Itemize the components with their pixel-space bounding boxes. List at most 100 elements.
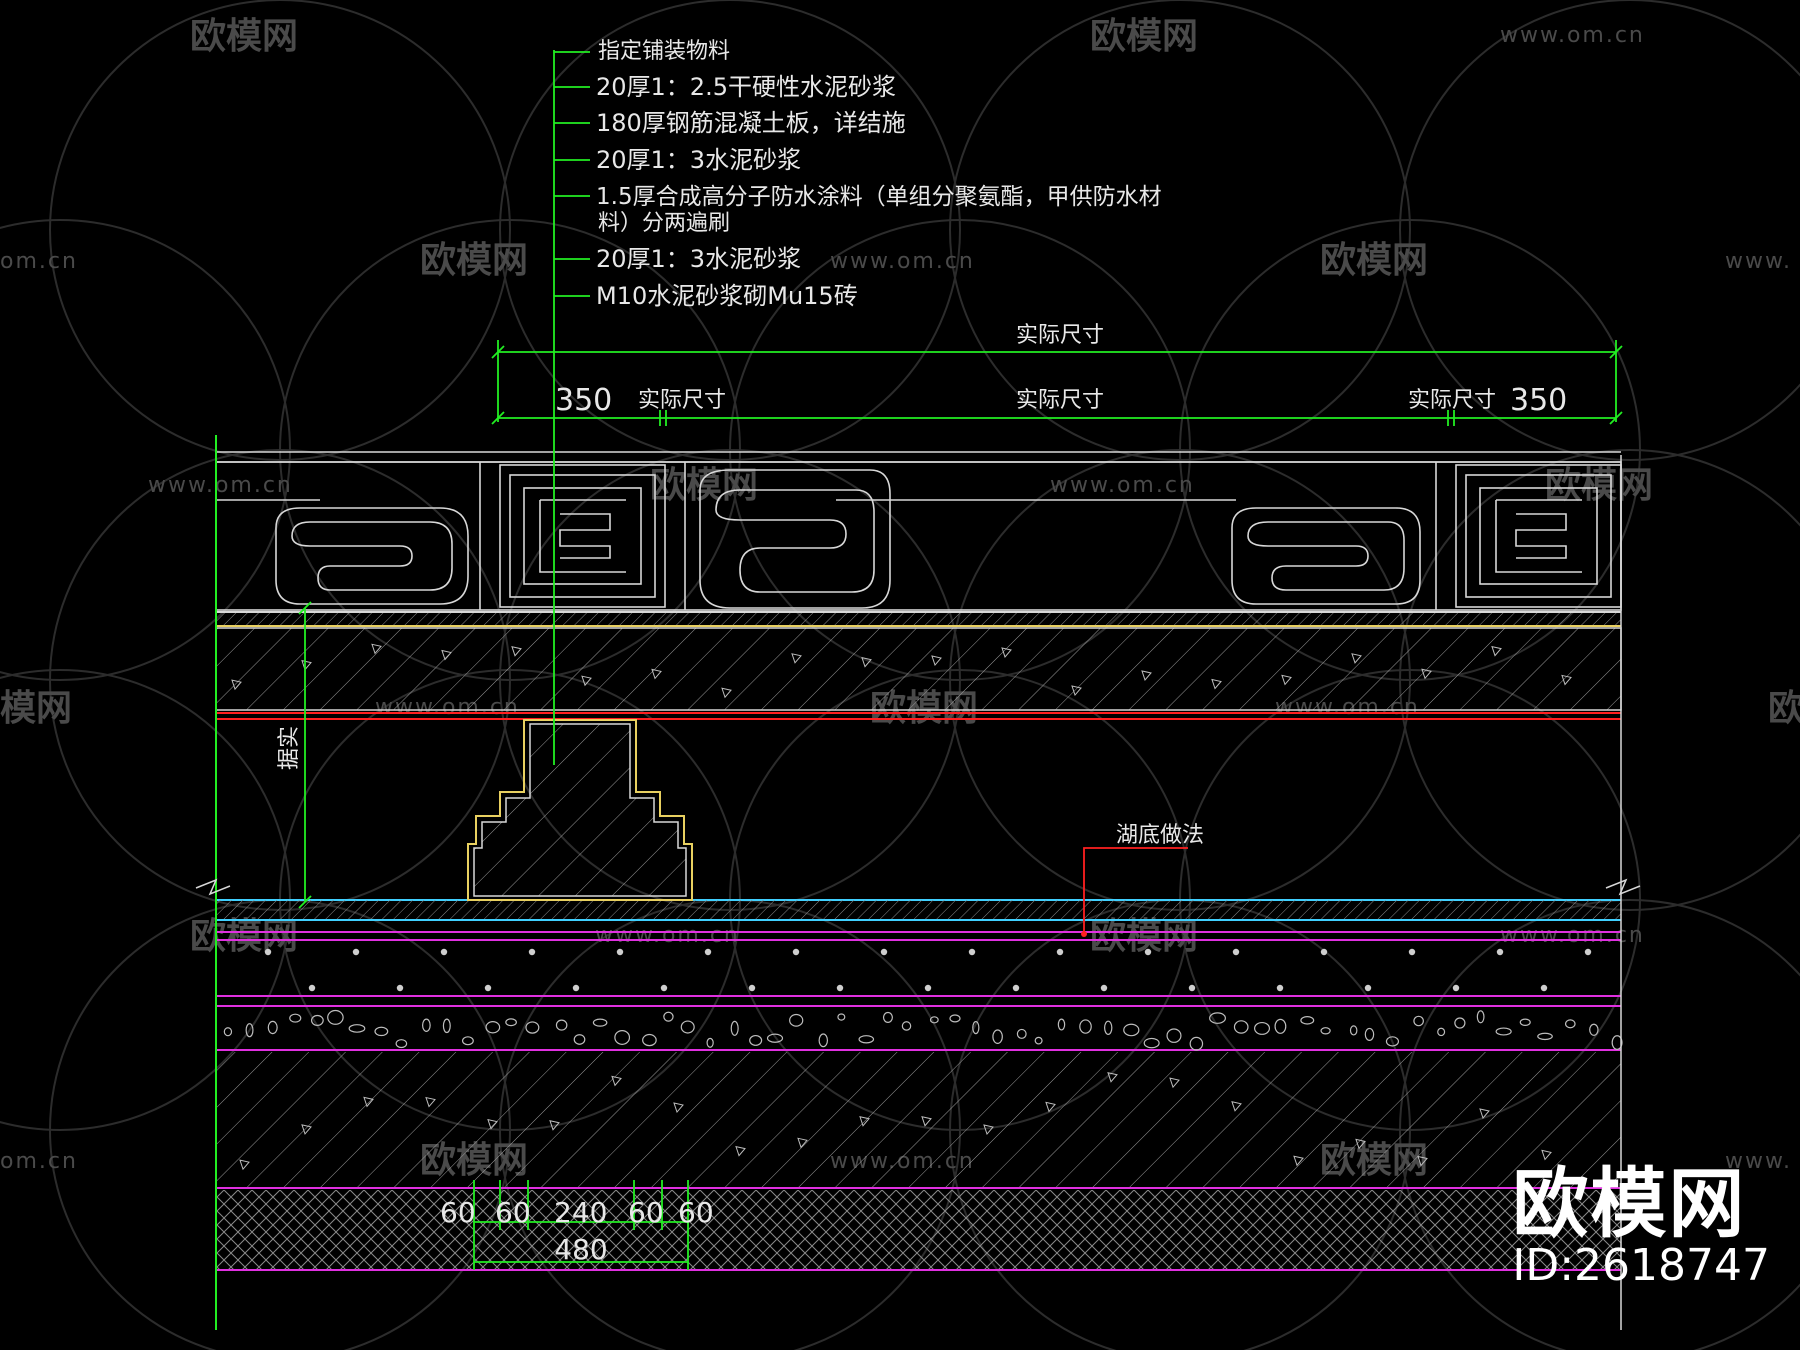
sand-dot [836, 984, 844, 992]
gravel-pebble [374, 1026, 389, 1037]
pier-outline [467, 719, 693, 901]
dim-left-end: 350 [555, 383, 612, 418]
aggregate-triangle [1479, 1108, 1490, 1119]
aggregate-triangle [363, 1096, 374, 1108]
gravel-pebble [348, 1024, 366, 1033]
gravel-pebble [289, 1013, 302, 1023]
aggregate-triangle [1491, 645, 1502, 657]
gravel-pebble [706, 1037, 714, 1048]
sand-dot [1408, 948, 1416, 956]
dim-right-actual: 实际尺寸 [1408, 388, 1496, 413]
gravel-pebble [1274, 1018, 1287, 1034]
callout-waterproofing-cont: 料）分两遍刷 [598, 211, 730, 236]
watermark-text: 欧模网 [1090, 16, 1198, 57]
gravel-pebble [1209, 1012, 1226, 1024]
aggregate-triangle [1045, 1101, 1056, 1113]
watermark-url: www.om.cn [1500, 923, 1645, 948]
watermark-text: 欧模网 [650, 465, 758, 506]
callout-dry-mortar: 20厚1：2.5干硬性水泥砂浆 [596, 73, 896, 101]
gravel-pebble [766, 1033, 784, 1043]
gravel-pebble [1189, 1036, 1204, 1051]
dim-bottom-part: 240 [554, 1196, 607, 1229]
bottom-dimensions [473, 1180, 689, 1270]
gravel-pebble [1364, 1027, 1375, 1041]
aggregate-triangle [301, 1124, 312, 1135]
sand-dot [1100, 984, 1108, 992]
aggregate-triangle [859, 1116, 870, 1127]
gravel-pebbles [223, 1009, 1623, 1051]
lake-bottom-leader [1083, 847, 1188, 934]
gravel-pebble [949, 1014, 961, 1023]
sand-dot [1056, 948, 1064, 956]
aggregate-triangle [581, 675, 592, 687]
sand-dot [792, 948, 800, 956]
sand-dot [396, 984, 404, 992]
aggregate-triangle [1355, 1138, 1366, 1150]
gravel-pebble [461, 1036, 474, 1046]
watermark-url: www.om.cn [1050, 473, 1195, 498]
gravel-pebble [1385, 1036, 1400, 1047]
gravel-pebble [1495, 1027, 1512, 1036]
dim-bottom-part: 60 [495, 1196, 531, 1229]
watermark-url: www.om.cn [830, 249, 975, 274]
aggregate-triangle [511, 646, 522, 657]
gravel-pebble [972, 1020, 980, 1035]
watermark-text: 欧模网 [420, 240, 528, 281]
aggregate-triangle [1561, 674, 1572, 686]
aggregate-triangles [231, 643, 1572, 1171]
gravel-pebble [422, 1018, 431, 1032]
gravel-pebble [1349, 1025, 1358, 1036]
dim-tick [1609, 345, 1623, 359]
watermark-url: www.om.cn [1500, 23, 1645, 48]
sand-dot [308, 984, 316, 992]
dim-tick [491, 345, 505, 359]
aggregate-triangle [371, 643, 382, 655]
dim-tick [491, 411, 505, 425]
watermark-text: 欧模网 [190, 16, 298, 57]
gravel-pebble [1166, 1028, 1182, 1043]
lake-bottom-callout: 湖底做法 [1081, 823, 1204, 937]
aggregate-triangle [797, 1137, 808, 1149]
scroll-panel-left [275, 507, 469, 605]
aggregate-triangle [441, 649, 452, 661]
aggregate-triangle [1211, 678, 1222, 690]
aggregate-triangle [301, 659, 312, 671]
top-dimensions [491, 340, 1623, 426]
gravel-pebble [1589, 1023, 1599, 1036]
gravel-pebble [1034, 1036, 1043, 1045]
aggregate-triangle [735, 1145, 746, 1157]
aggregate-triangle [1071, 685, 1082, 697]
dim-left-actual: 实际尺寸 [638, 388, 726, 413]
gravel-pebble [680, 1020, 695, 1034]
gravel-pebble [730, 1020, 739, 1036]
sand-dot [748, 984, 756, 992]
aggregate-triangle [1141, 670, 1152, 681]
base-concrete [216, 1052, 1621, 1187]
aggregate-triangle [921, 1116, 932, 1127]
gravel-pebble [442, 1018, 451, 1034]
watermark-url: www. [1725, 1149, 1792, 1174]
watermark-text: 欧 [1768, 688, 1800, 729]
fret-panel-left [499, 464, 666, 608]
sand-dot [352, 948, 360, 956]
gravel-pebble [1437, 1027, 1446, 1037]
gravel-pebble [1016, 1028, 1027, 1039]
aggregate-triangle [611, 1075, 622, 1087]
rail-frame [215, 461, 1622, 611]
sand-dot [264, 948, 272, 956]
lake-bottom-mortar [216, 900, 1621, 920]
scroll-panel-right [1231, 507, 1421, 605]
sand-dot [924, 984, 932, 992]
sand-dot [440, 948, 448, 956]
watermark-text: 欧模网 [1545, 465, 1653, 506]
gravel-pebble [1123, 1023, 1140, 1037]
watermark-text: 欧模网 [1090, 916, 1198, 957]
rail-dividers [479, 462, 1437, 610]
gravel-pebble [614, 1029, 631, 1045]
gravel-pebble [858, 1035, 875, 1044]
aggregate-triangle [1231, 1101, 1242, 1112]
watermark-url: om.cn [0, 1149, 78, 1174]
sand-dot [1364, 984, 1372, 992]
aggregate-triangle [1169, 1077, 1180, 1089]
